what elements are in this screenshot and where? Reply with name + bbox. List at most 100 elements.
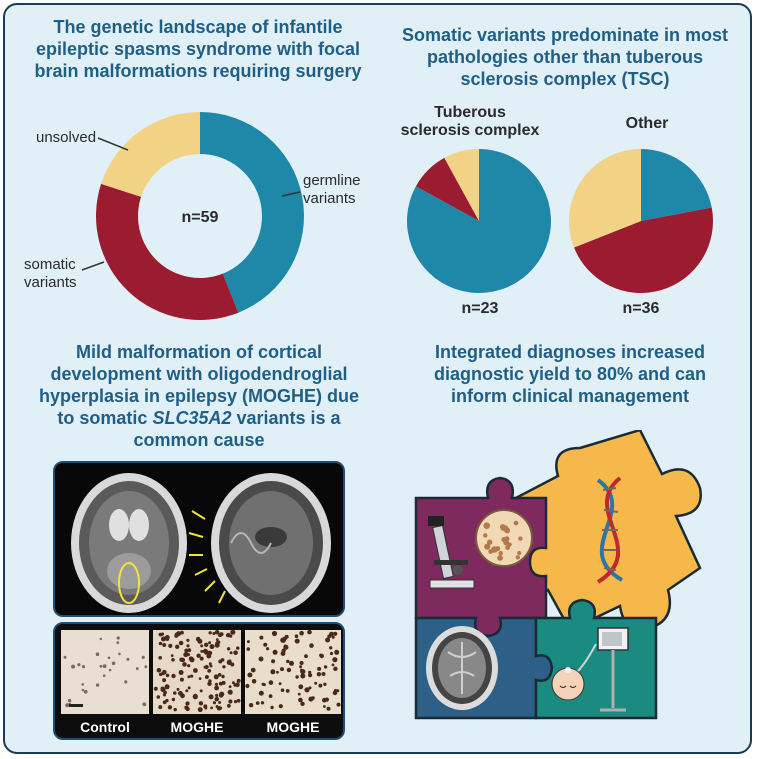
nucleus-dot	[187, 675, 191, 679]
nucleus-dot	[318, 683, 323, 688]
nucleus-dot	[67, 698, 72, 703]
nucleus-dot	[186, 638, 190, 642]
nucleus-dot	[263, 642, 268, 647]
nucleus-dot	[173, 691, 177, 695]
nucleus-dot	[77, 663, 81, 667]
nucleus-dot	[158, 656, 162, 660]
label-germline: germline variants	[303, 172, 361, 207]
microscope-icon	[428, 516, 475, 589]
nucleus-dot	[184, 705, 189, 710]
nucleus-dot	[197, 707, 203, 713]
nucleus-dot	[299, 665, 303, 669]
nucleus-dot	[218, 706, 223, 710]
nucleus-dot	[162, 700, 167, 705]
other-pie-slice-unsolved	[569, 149, 641, 248]
nucleus-dot	[300, 673, 306, 679]
nucleus-dot	[71, 664, 76, 669]
nucleus-dot	[250, 667, 256, 673]
nucleus-dot	[83, 689, 88, 694]
nucleus-dot	[334, 649, 340, 655]
nucleus-dot	[63, 655, 67, 659]
nucleus-dot	[178, 670, 184, 675]
nucleus-dot	[185, 701, 190, 706]
nucleus-dot	[233, 650, 238, 655]
nucleus-dot	[81, 688, 85, 692]
nucleus-dot	[336, 689, 340, 693]
other-n-label: n=36	[622, 300, 660, 317]
nucleus-dot	[185, 689, 189, 693]
nucleus-dot	[192, 694, 198, 700]
nucleus-dot	[135, 667, 139, 671]
nucleus-dot	[518, 536, 523, 541]
nucleus-dot	[500, 524, 506, 530]
tsc-n-label: n=23	[461, 300, 499, 317]
nucleus-dot	[304, 687, 310, 693]
histo-label-moghe-1: MOGHE	[170, 719, 224, 735]
nucleus-dot	[162, 693, 167, 697]
nucleus-dot	[171, 697, 176, 702]
nucleus-dot	[116, 641, 120, 644]
nucleus-dot	[180, 693, 185, 699]
nucleus-dot	[214, 685, 220, 691]
nucleus-dot	[180, 630, 184, 635]
nucleus-dot	[317, 666, 322, 671]
nucleus-dot	[102, 664, 107, 669]
nucleus-dot	[65, 703, 70, 708]
nucleus-dot	[227, 689, 233, 695]
nucleus-dot	[308, 696, 314, 702]
nucleus-dot	[108, 668, 112, 672]
nucleus-dot	[170, 654, 174, 657]
nucleus-dot	[501, 537, 507, 543]
nucleus-dot	[81, 683, 84, 686]
nucleus-dot	[213, 674, 219, 680]
panel2-title: Somatic variants predominate in most pat…	[401, 25, 729, 89]
histo-label-moghe-2: MOGHE	[266, 719, 320, 735]
nucleus-dot	[329, 651, 334, 656]
dna-icon	[596, 476, 624, 584]
nucleus-dot	[212, 701, 216, 705]
nucleus-dot	[217, 673, 222, 677]
nucleus-dot	[176, 687, 180, 691]
nucleus-dot	[278, 682, 282, 686]
nucleus-dot	[326, 706, 331, 711]
nucleus-dot	[171, 673, 176, 679]
nucleus-dot	[329, 631, 334, 637]
nucleus-dot	[323, 665, 328, 669]
nucleus-dot	[228, 699, 233, 704]
nucleus-dot	[186, 644, 190, 648]
nucleus-dot	[99, 664, 103, 668]
nucleus-dot	[182, 662, 187, 667]
nucleus-dot	[297, 692, 301, 696]
donut-center-label: n=59	[182, 209, 219, 226]
nucleus-dot	[187, 648, 192, 653]
nucleus-dot	[126, 657, 130, 661]
nucleus-dot	[208, 631, 212, 635]
nucleus-dot	[204, 664, 209, 670]
nucleus-dot	[236, 646, 240, 650]
nucleus-dot	[142, 702, 147, 707]
nucleus-dot	[187, 686, 191, 690]
nucleus-dot	[236, 698, 241, 703]
nucleus-dot	[195, 636, 201, 642]
nucleus-dot	[184, 648, 189, 653]
nucleus-dot	[208, 662, 212, 666]
nucleus-dot	[215, 638, 219, 641]
nucleus-dot	[332, 690, 338, 696]
nucleus-dot	[156, 668, 162, 673]
nucleus-dot	[513, 520, 519, 526]
nucleus-dot	[222, 665, 226, 669]
nucleus-dot	[190, 674, 194, 678]
nucleus-dot	[228, 685, 232, 689]
nucleus-dot	[271, 630, 278, 637]
nucleus-dot	[214, 629, 220, 635]
nucleus-dot	[308, 670, 312, 674]
nucleus-dot	[258, 656, 264, 662]
nucleus-dot	[246, 647, 251, 651]
nucleus-dot	[179, 677, 184, 682]
other-pie-slice-somatic	[574, 207, 713, 294]
label-unsolved: unsolved	[36, 129, 97, 146]
nucleus-dot	[210, 706, 214, 710]
nucleus-dot	[515, 555, 520, 560]
nucleus-dot	[198, 677, 202, 680]
nucleus-dot	[208, 694, 214, 700]
